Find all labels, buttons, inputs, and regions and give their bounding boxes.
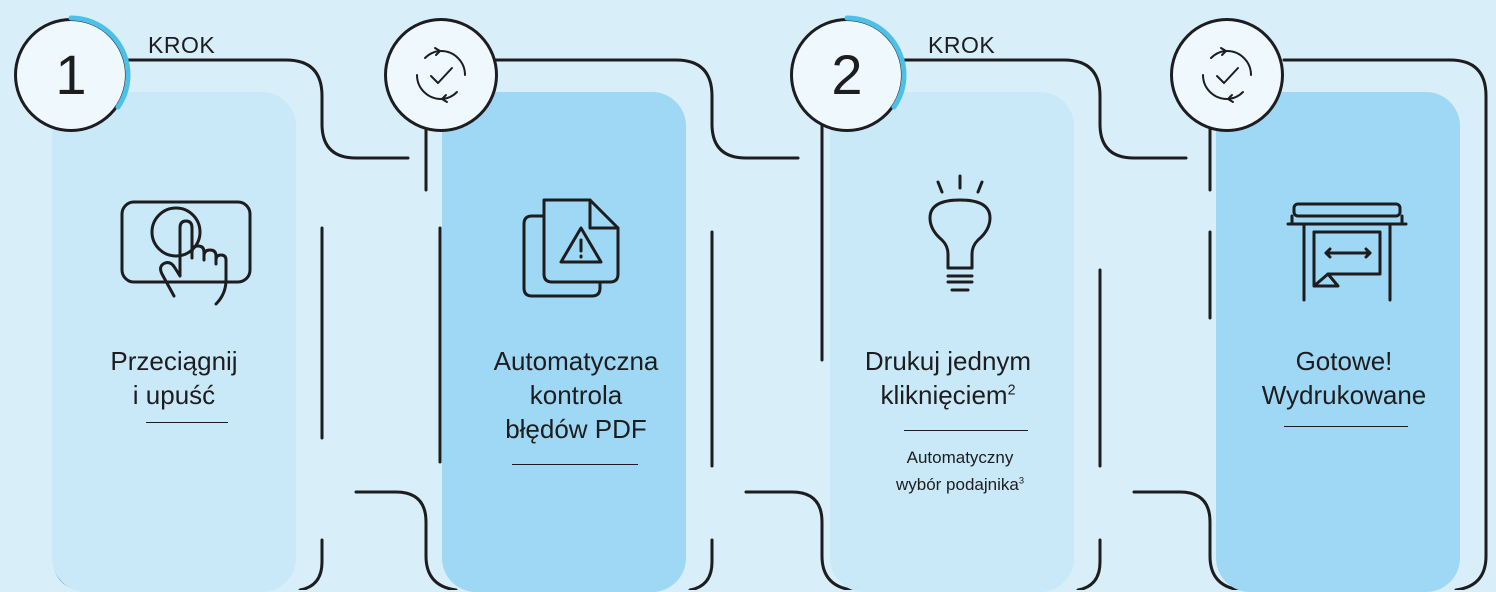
frame-step-4 [1282,58,1488,590]
step-2-title: Automatyczna kontrola błędów PDF [446,344,706,446]
frame-step-2-bottom [744,490,854,590]
step-4-title-line-1: Gotowe! [1295,346,1393,376]
step-4-title-line-2: Wydrukowane [1261,380,1427,410]
step-3-subtitle-line-2-text: wybór podajnika [895,475,1019,494]
step-3-title-line-2: kliknięciem2 [818,378,1078,412]
step-4-title: Gotowe! Wydrukowane [1214,344,1474,412]
step-3-number: 2 [831,43,863,106]
step-3-krok-label: KROK [928,32,996,58]
step-3-subtitle-line-1: Automatyczny [906,448,1014,467]
step-2-title-line-3: błędów PDF [505,414,647,444]
lightbulb-icon [928,174,992,292]
step-1-krok-label: KROK [148,32,216,58]
frame-step-1-bottom [354,490,458,590]
step-2-badge [384,18,498,132]
frame-step-3-right-bottom [1076,538,1102,590]
step-4-badge [1170,18,1284,132]
touch-screen-icon [120,200,252,306]
frame-step-3-bottom [1132,490,1242,590]
printer-icon [1286,202,1408,302]
step-1-accent-arc [68,15,131,110]
frame-step-2 [490,58,800,160]
step-4-panel [1216,92,1460,592]
check-cycle-icon [416,47,466,103]
step-3-title-line-1: Drukuj jednym [864,346,1032,376]
pdf-warning-icon [522,198,620,298]
step-1-title-line-2: i upuść [132,380,216,410]
step-3-title-line-2-text: kliknięciem [880,380,1008,410]
step-1-badge: 1 [14,18,128,132]
check-cycle-icon [1202,47,1252,103]
step-3-title-footnote: 2 [1007,382,1016,399]
step-1-divider [146,422,228,423]
step-4-divider [1284,426,1408,427]
step-2-title-line-1: Automatyczna [493,346,659,376]
step-2-panel [442,92,686,592]
step-3-accent-arc [844,15,907,110]
step-3-badge: 2 [790,18,904,132]
step-1-title: Przeciągnij i upuść [44,344,304,412]
frame-step-1 [126,58,410,160]
step-3-subtitle-line-2: wybór podajnika3 [830,471,1090,498]
step-3-panel [830,92,1074,592]
step-2-divider [512,464,638,465]
step-1-title-line-1: Przeciągnij [110,346,238,376]
step-3-title: Drukuj jednym kliknięciem2 [818,344,1078,412]
step-3-subtitle: Automatyczny wybór podajnika3 [830,444,1090,498]
step-1-number: 1 [55,43,87,106]
step-3-subtitle-footnote: 3 [1018,475,1025,486]
step-1-panel [52,92,296,592]
step-2-title-line-2: kontrola [529,380,623,410]
frame-step-1-right-bottom [298,538,324,590]
frame-step-2-right-bottom [688,538,714,590]
frame-step-3 [902,58,1188,160]
step-3-divider [904,430,1028,431]
